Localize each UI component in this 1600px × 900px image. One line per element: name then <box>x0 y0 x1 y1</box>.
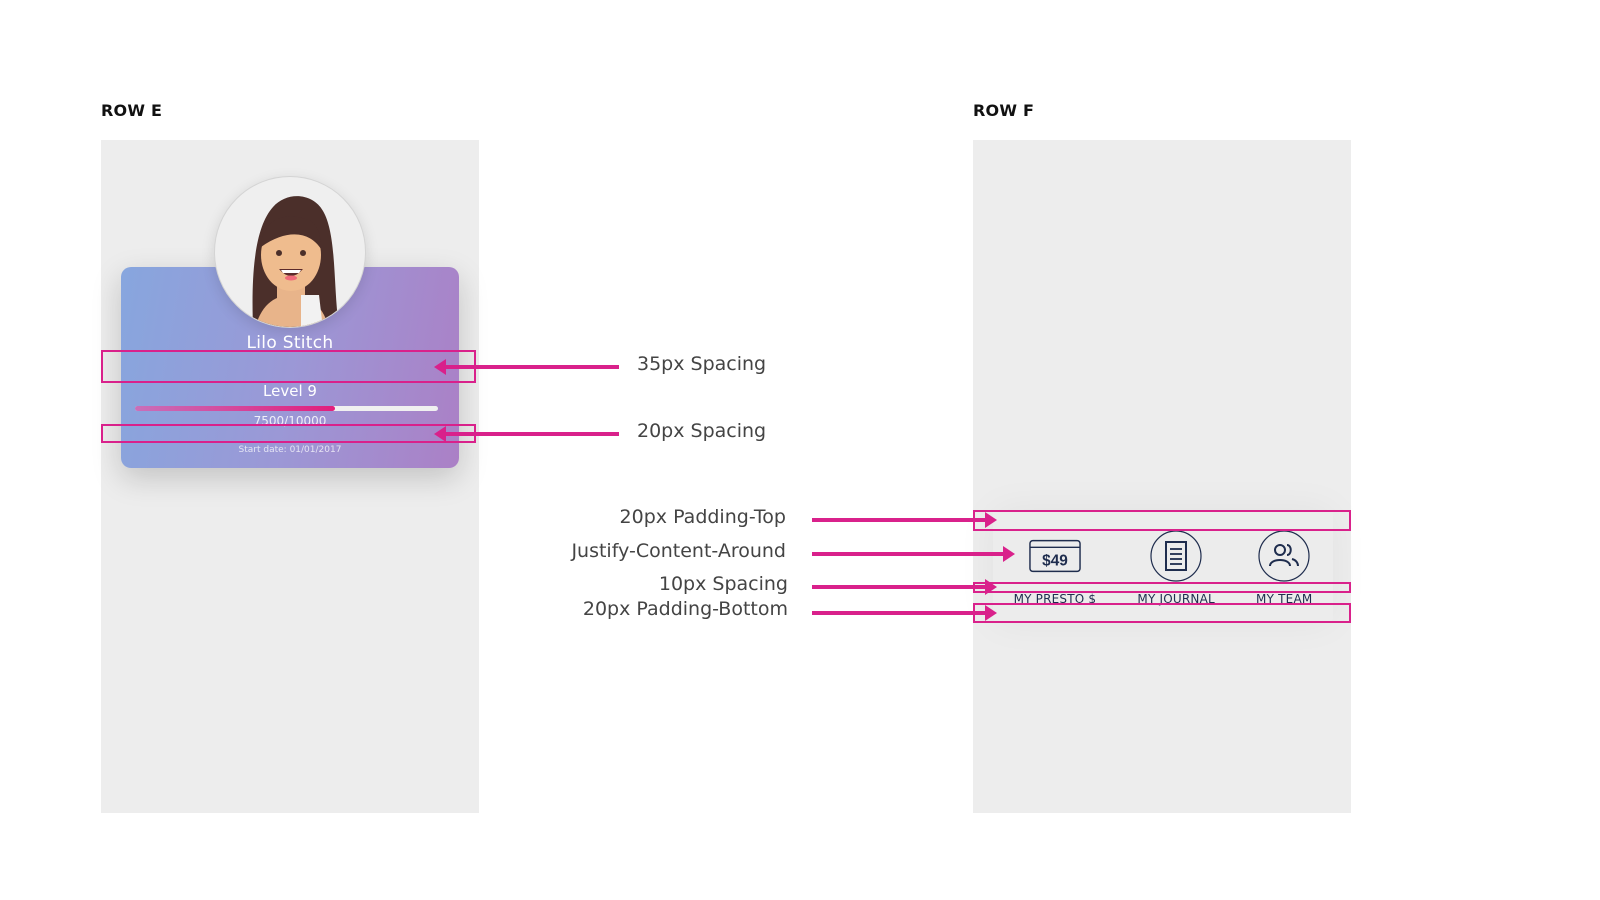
arrow-padding-top <box>812 512 997 528</box>
profile-name: Lilo Stitch <box>246 333 334 353</box>
padding-bottom-highlight <box>973 603 1351 623</box>
presto-amount: $49 <box>1042 553 1068 570</box>
level-progress-fill <box>135 406 335 411</box>
arrow-20-spacing <box>434 426 619 442</box>
avatar[interactable] <box>214 176 366 328</box>
nav-label-presto: MY PRESTO $ <box>1013 592 1097 606</box>
padding-top-highlight <box>973 510 1351 531</box>
nav-item-team[interactable]: MY TEAM <box>1256 530 1312 622</box>
arrow-justify-content <box>812 546 1015 562</box>
spacing-35-highlight <box>101 350 476 383</box>
journal-icon <box>1150 530 1202 582</box>
nav-item-presto[interactable]: $49 MY PRESTO $ <box>1014 530 1097 622</box>
arrow-padding-bottom <box>812 605 997 621</box>
avatar-girl-icon <box>252 196 339 327</box>
team-icon <box>1258 530 1310 582</box>
label-20-spacing: 20px Spacing <box>637 420 767 442</box>
label-padding-top: 20px Padding-Top <box>619 506 786 528</box>
level-progress-bar <box>135 406 438 411</box>
label-justify-content: Justify-Content-Around <box>571 540 786 562</box>
label-10-spacing: 10px Spacing <box>658 573 788 595</box>
label-35-spacing: 35px Spacing <box>637 353 767 375</box>
label-padding-bottom: 20px Padding-Bottom <box>582 598 788 620</box>
wallet-card-icon: $49 <box>1029 539 1081 573</box>
profile-start-date: Start date: 01/01/2017 <box>238 445 342 455</box>
row-e-title: ROW E <box>101 101 163 120</box>
spacing-20-highlight <box>101 424 476 443</box>
spacing-10-highlight <box>973 582 1351 593</box>
row-f-panel <box>973 140 1351 813</box>
nav-item-journal[interactable]: MY JOURNAL <box>1137 530 1215 622</box>
nav-label-journal: MY JOURNAL <box>1137 592 1215 606</box>
arrow-10-spacing <box>812 579 997 595</box>
profile-level: Level 9 <box>263 382 317 400</box>
arrow-35-spacing <box>434 359 619 375</box>
row-f-title: ROW F <box>973 101 1035 120</box>
nav-label-team: MY TEAM <box>1256 592 1313 606</box>
